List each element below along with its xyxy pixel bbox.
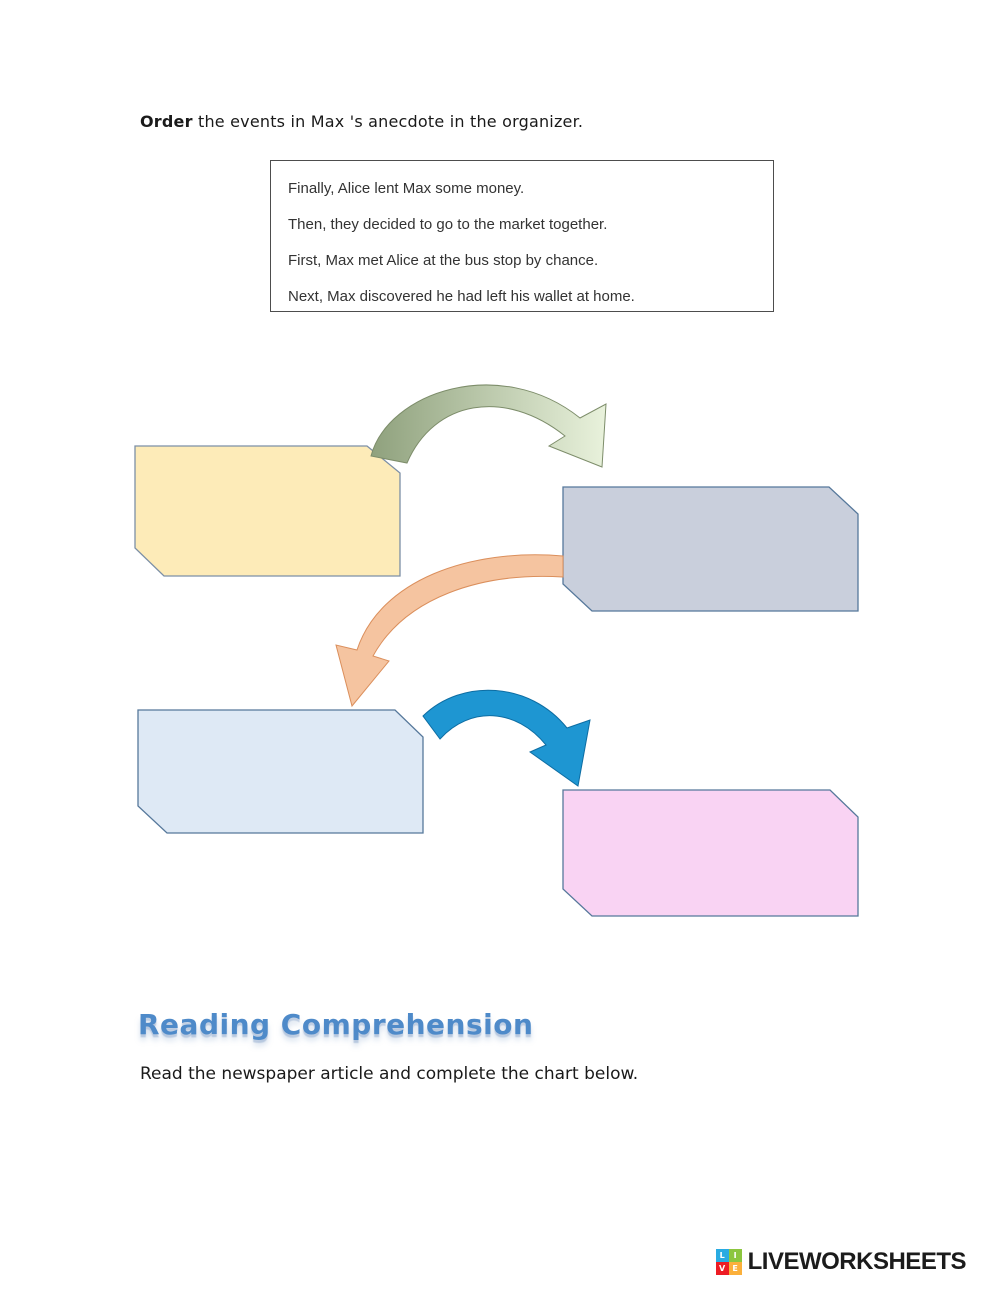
section-heading: Reading Comprehension [138, 1008, 534, 1041]
liveworksheets-logo[interactable]: L I V E LIVEWORKSHEETS [715, 1248, 967, 1276]
event-item[interactable]: First, Max met Alice at the bus stop by … [288, 252, 599, 269]
organizer-box-3[interactable] [137, 709, 424, 834]
organizer-box-4[interactable] [562, 789, 859, 917]
curved-arrow-2 [335, 554, 564, 708]
event-item[interactable]: Then, they decided to go to the market t… [288, 216, 608, 233]
logo-letter: V [715, 1262, 729, 1275]
curved-arrow-3 [422, 689, 591, 787]
liveworksheets-logo-icon: L I V E [715, 1249, 742, 1275]
logo-letter: E [728, 1262, 742, 1275]
brand-text: LIVEWORKSHEETS [747, 1248, 967, 1275]
event-item[interactable]: Finally, Alice lent Max some money. [288, 180, 525, 197]
organizer-box-1[interactable] [134, 445, 401, 577]
events-box: Finally, Alice lent Max some money. Then… [270, 160, 774, 312]
organizer-box-2[interactable] [562, 486, 859, 612]
section-subtitle: Read the newspaper article and complete … [140, 1064, 639, 1084]
instruction-text: Order the events in Max 's anecdote in t… [140, 112, 583, 131]
logo-letter: L [715, 1249, 729, 1262]
instruction-rest: the events in Max 's anecdote in the org… [192, 112, 584, 131]
curved-arrow-1 [370, 384, 607, 468]
event-item[interactable]: Next, Max discovered he had left his wal… [288, 288, 635, 305]
logo-letter: I [728, 1249, 742, 1262]
instruction-keyword: Order [140, 112, 193, 131]
